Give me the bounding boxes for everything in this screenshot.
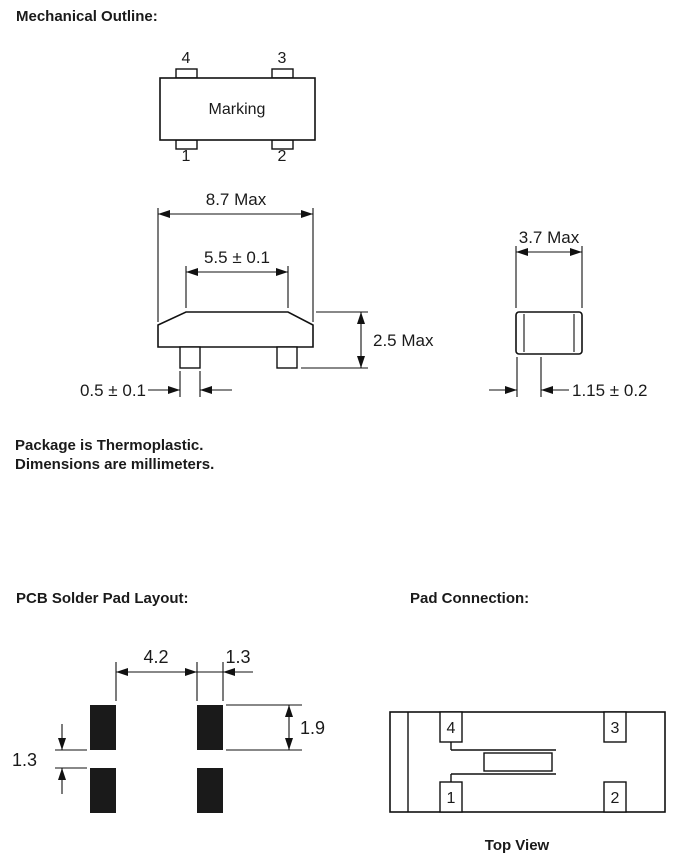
connection-pad-3 <box>603 711 627 743</box>
connection-pad-4 <box>439 711 463 743</box>
package-side-view: 8.7 Max 5.5 ± 0.1 2.5 Max 0.5 ± 0.1 <box>80 190 434 400</box>
lead-right <box>276 346 298 369</box>
crystal-symbol <box>483 752 553 772</box>
connection-pad-label-2: 2 <box>611 790 620 807</box>
dim-lead-width: 0.5 ± 0.1 <box>80 381 146 400</box>
pin-label-2: 2 <box>278 148 287 165</box>
pin-label-1: 1 <box>182 148 191 165</box>
dim-overall-height: 2.5 Max <box>373 331 434 350</box>
dim-overall-depth: 3.7 Max <box>519 228 580 247</box>
connection-pad-2 <box>603 781 627 813</box>
connection-pad-1 <box>439 781 463 813</box>
section-title-pad-connection: Pad Connection: <box>410 590 530 607</box>
dim-pad-width: 1.3 <box>225 647 250 667</box>
dim-lead-depth: 1.15 ± 0.2 <box>572 381 648 400</box>
note-line-1: Package is Thermoplastic. <box>15 437 204 454</box>
connection-pad-label-4: 4 <box>447 720 456 737</box>
pin-label-4: 4 <box>182 50 191 67</box>
top-view-caption: Top View <box>484 837 550 854</box>
package-side-body <box>157 311 314 348</box>
lead-tab-4 <box>175 68 198 79</box>
pad-connection-view: 4 3 1 2 <box>389 711 666 813</box>
dim-pad-gap-x: 4.2 <box>143 647 168 667</box>
lead-left <box>179 346 201 369</box>
connection-pad-label-1: 1 <box>447 790 456 807</box>
dim-pad-height: 1.9 <box>300 718 325 738</box>
pcb-pad-layout: 4.2 1.3 1.9 1.3 <box>12 647 325 813</box>
solder-pad-bottom-left <box>90 768 116 813</box>
package-end-body <box>515 311 583 355</box>
package-body <box>159 77 316 141</box>
connection-pad-label-3: 3 <box>611 720 620 737</box>
pin-label-3: 3 <box>278 50 287 67</box>
section-title-pcb-solder-pad-layout: PCB Solder Pad Layout: <box>16 590 189 607</box>
section-title-mechanical-outline: Mechanical Outline: <box>16 8 158 25</box>
solder-pad-top-right <box>197 705 223 750</box>
package-top-view: 4 3 1 2 Marking <box>159 50 316 165</box>
dim-overall-width: 8.7 Max <box>206 190 267 209</box>
marking-label: Marking <box>209 101 266 118</box>
package-notes: Package is Thermoplastic. Dimensions are… <box>15 436 214 474</box>
note-line-2: Dimensions are millimeters. <box>15 456 215 473</box>
lead-tab-3 <box>271 68 294 79</box>
solder-pad-top-left <box>90 705 116 750</box>
package-end-view: 3.7 Max 1.15 ± 0.2 <box>489 228 648 400</box>
dim-pad-gap-y: 1.3 <box>12 750 37 770</box>
dim-lid-width: 5.5 ± 0.1 <box>204 248 270 267</box>
solder-pad-bottom-right <box>197 768 223 813</box>
